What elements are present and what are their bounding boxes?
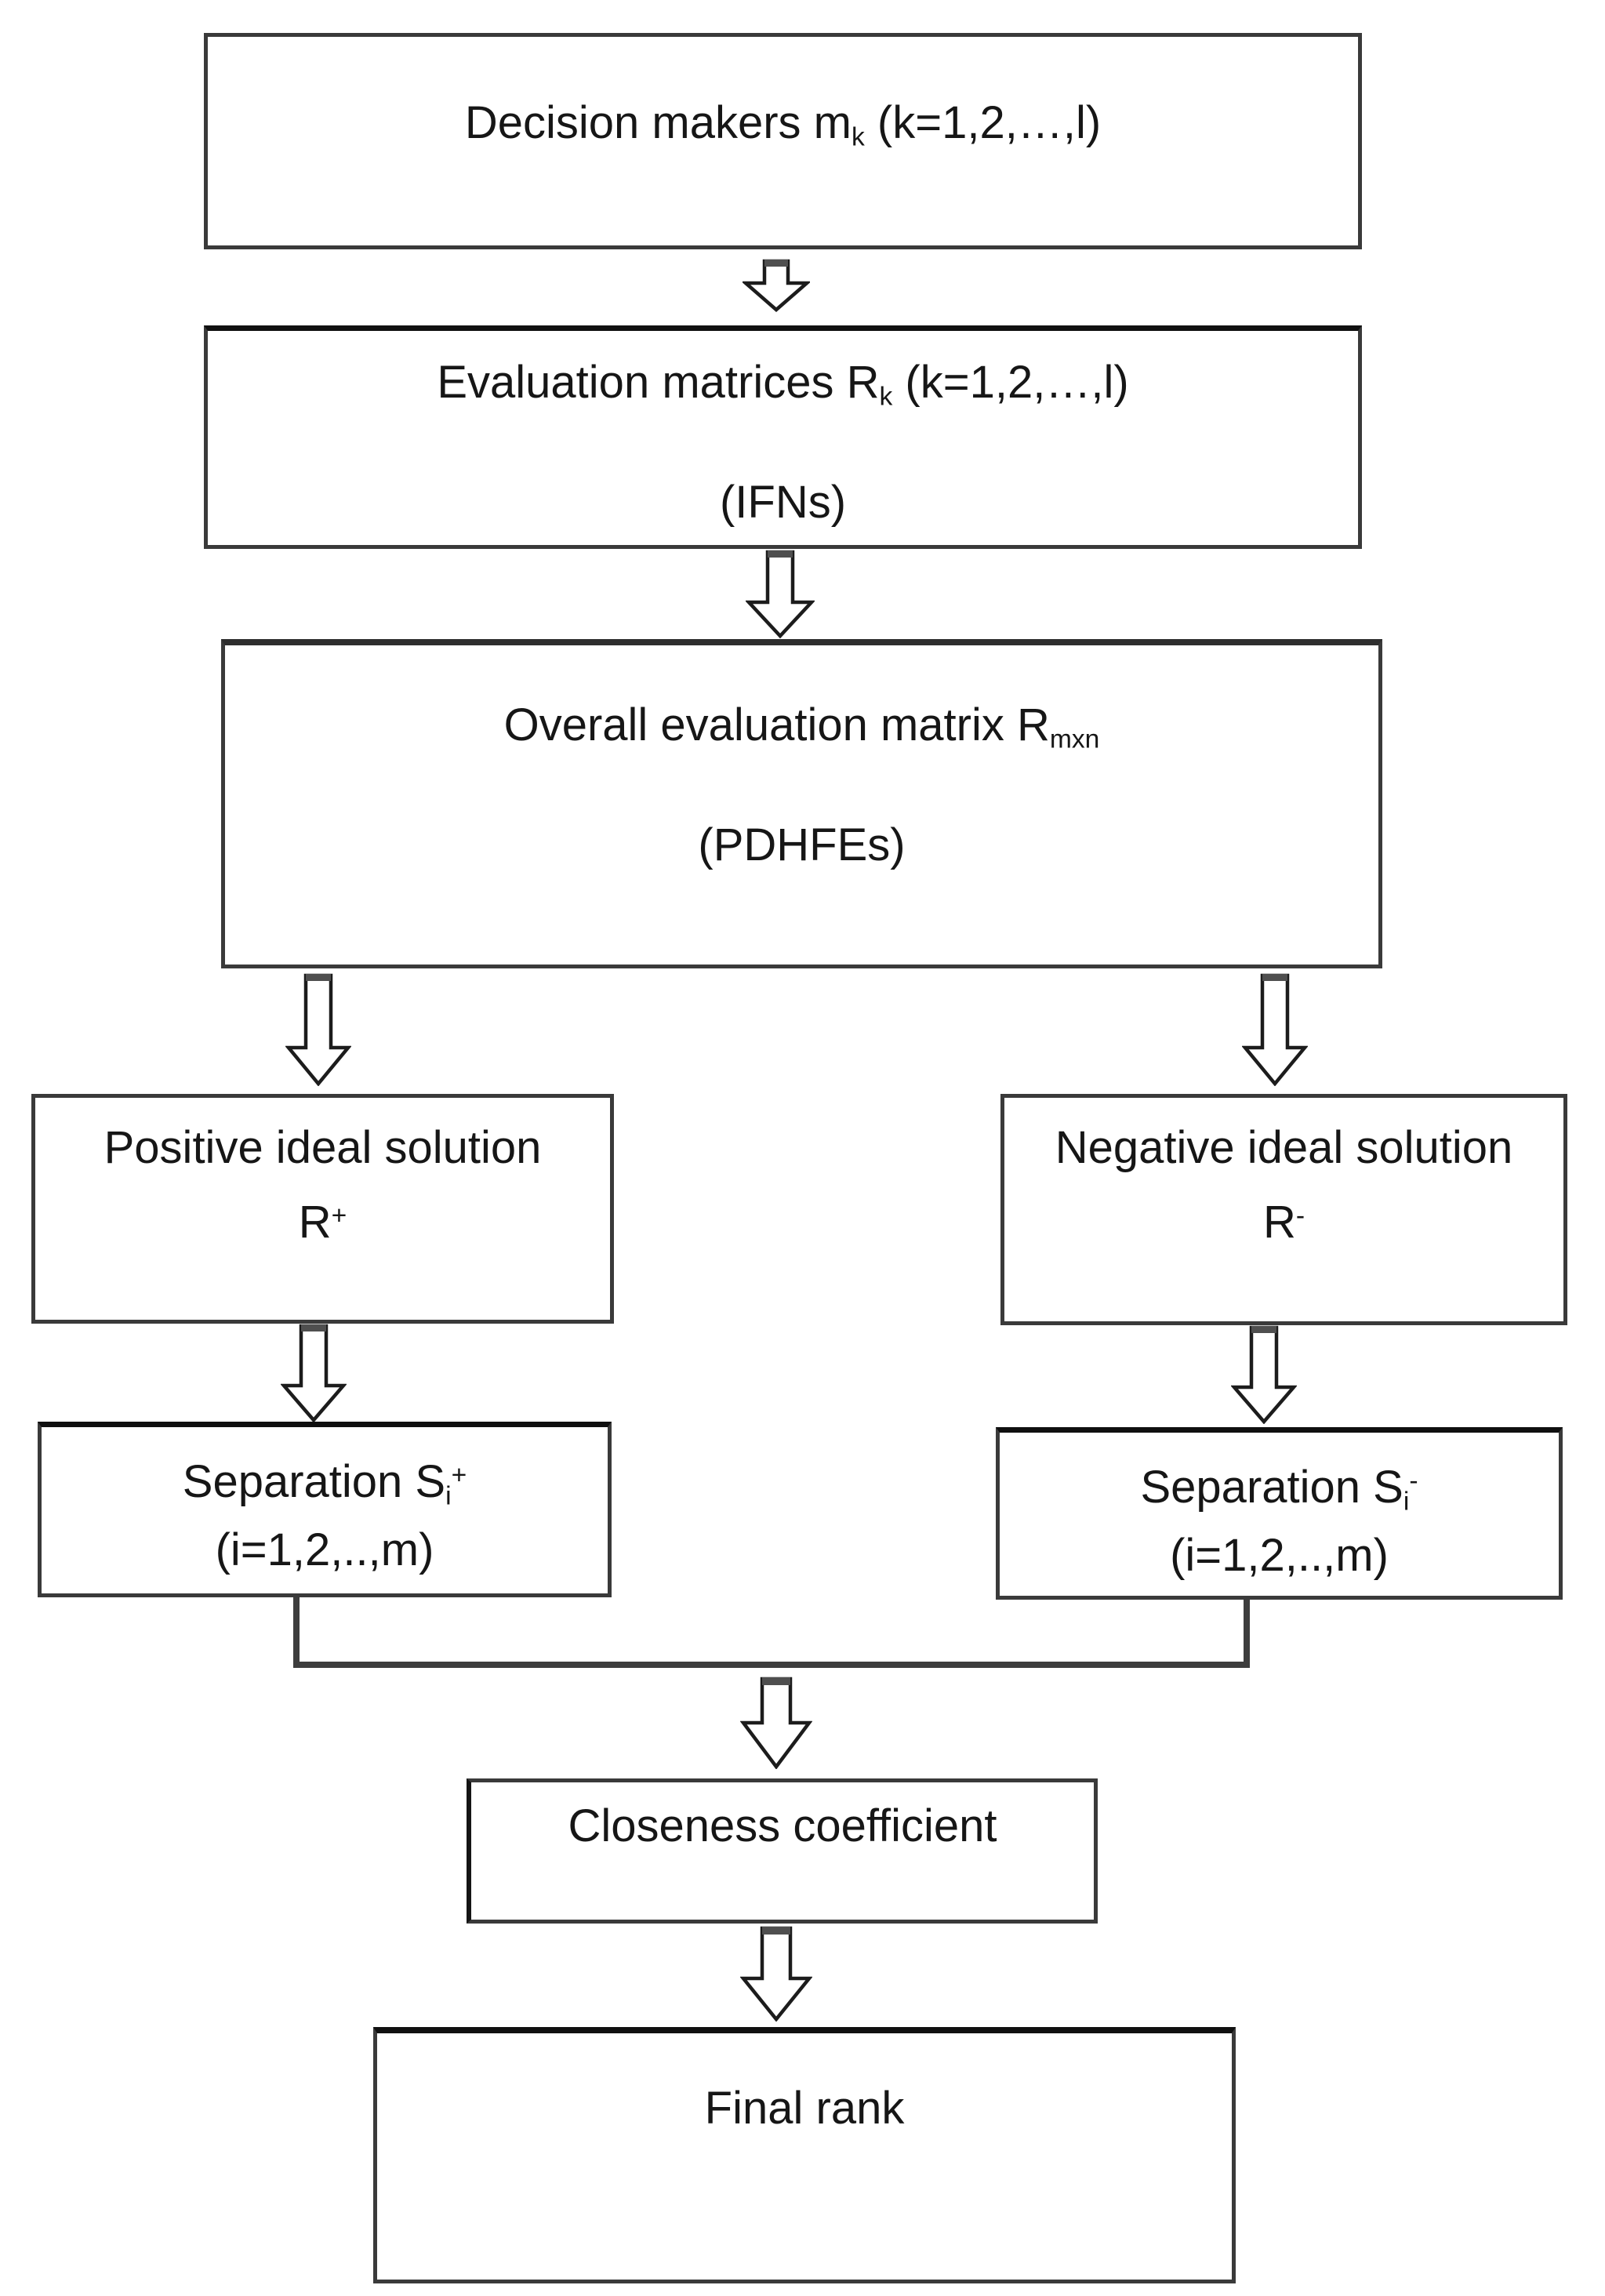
evaluation-matrices-subscript: k [879, 382, 893, 412]
overall-matrix-box: Overall evaluation matrix Rmxn (PDHFEs) [221, 639, 1382, 968]
down-arrow-icon [1242, 973, 1308, 1086]
separation-positive-subscript: i [445, 1481, 452, 1511]
separation-negative-label: Separation Si- [1140, 1461, 1418, 1517]
separation-negative-box: Separation Si- (i=1,2,..,m) [996, 1427, 1563, 1600]
decision-makers-range: (k=1,2,…,l) [864, 97, 1102, 148]
final-rank-box: Final rank [373, 2027, 1236, 2283]
evaluation-matrices-box: Evaluation matrices Rk (k=1,2,…,l) (IFNs… [204, 325, 1362, 549]
closeness-coefficient-box: Closeness coefficient [467, 1778, 1098, 1924]
overall-matrix-label: Overall evaluation matrix Rmxn [504, 699, 1100, 754]
separation-positive-label: Separation Si+ [183, 1455, 467, 1511]
decision-makers-text: Decision makers m [464, 97, 852, 148]
negative-ideal-symbol: R- [1263, 1196, 1305, 1248]
connector-line-right [1244, 1600, 1250, 1668]
down-arrow-icon [285, 973, 351, 1086]
negative-ideal-label: Negative ideal solution [1055, 1122, 1513, 1173]
separation-positive-text: Separation S [182, 1456, 446, 1507]
overall-matrix-note: (PDHFEs) [698, 819, 906, 871]
evaluation-matrices-note: (IFNs) [719, 477, 847, 529]
down-arrow-icon [740, 1677, 812, 1769]
overall-matrix-subscript: mxn [1049, 725, 1100, 754]
decision-makers-subscript: k [851, 122, 865, 152]
positive-ideal-symbol-base: R [298, 1197, 332, 1248]
down-arrow-icon [746, 550, 815, 638]
connector-line-left [293, 1597, 300, 1668]
separation-positive-box: Separation Si+ (i=1,2,..,m) [38, 1422, 612, 1597]
evaluation-matrices-range: (k=1,2,…,l) [892, 357, 1129, 408]
evaluation-matrices-text: Evaluation matrices R [437, 357, 880, 408]
negative-ideal-superscript: - [1295, 1201, 1305, 1231]
decision-makers-label: Decision makers mk (k=1,2,…,l) [465, 96, 1101, 152]
down-arrow-icon [743, 259, 810, 312]
separation-positive-superscript: + [451, 1461, 467, 1491]
separation-positive-range: (i=1,2,..,m) [215, 1524, 434, 1576]
positive-ideal-label: Positive ideal solution [103, 1122, 542, 1173]
separation-negative-range: (i=1,2,..,m) [1170, 1530, 1389, 1582]
decision-makers-box: Decision makers mk (k=1,2,…,l) [204, 33, 1362, 249]
overall-matrix-text: Overall evaluation matrix R [503, 699, 1050, 750]
final-rank-label: Final rank [704, 2083, 905, 2134]
positive-ideal-box: Positive ideal solution R+ [31, 1094, 614, 1324]
separation-negative-superscript: - [1409, 1466, 1418, 1496]
negative-ideal-box: Negative ideal solution R- [1000, 1094, 1567, 1325]
negative-ideal-symbol-base: R [1262, 1197, 1296, 1248]
connector-line-horizontal [293, 1662, 1250, 1668]
down-arrow-icon [1231, 1325, 1297, 1424]
closeness-coefficient-label: Closeness coefficient [568, 1800, 997, 1851]
positive-ideal-superscript: + [331, 1201, 347, 1231]
down-arrow-icon [281, 1324, 347, 1422]
evaluation-matrices-label: Evaluation matrices Rk (k=1,2,…,l) [437, 356, 1128, 412]
separation-negative-text: Separation S [1140, 1462, 1403, 1513]
positive-ideal-symbol: R+ [299, 1196, 347, 1248]
down-arrow-icon [740, 1926, 812, 2022]
separation-negative-subscript: i [1403, 1487, 1410, 1517]
